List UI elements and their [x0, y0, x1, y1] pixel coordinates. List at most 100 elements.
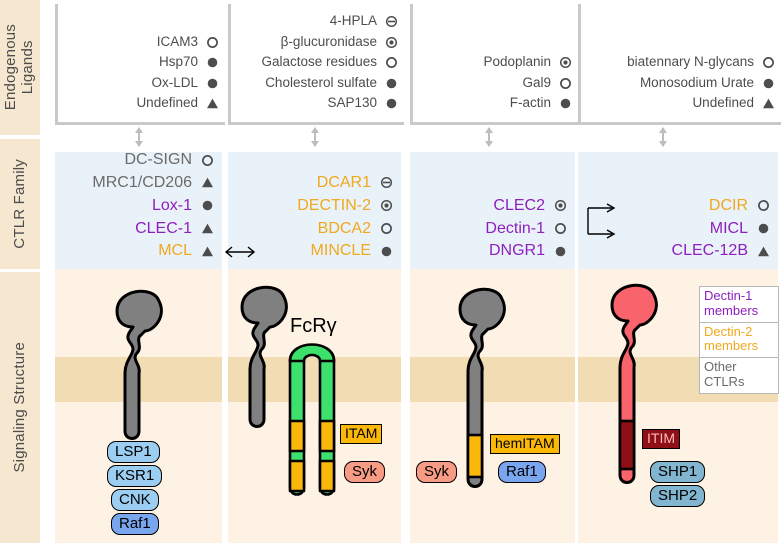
open-circle-icon [762, 57, 774, 69]
ligand-row: Gal9 [483, 73, 572, 94]
receptor-name: MINCLE [310, 242, 371, 260]
filled-circle-icon [763, 78, 773, 89]
receptor-symbol [200, 195, 214, 218]
signaling-panel-2: FcRγ ITAM Syk [228, 269, 401, 543]
open-circle-icon [385, 57, 397, 69]
receptor-name: CLEC-1 [135, 219, 192, 237]
receptor-row: BDCA2 [297, 218, 393, 241]
filled-triangle-icon [201, 177, 213, 188]
sidebar-section-endogenous-ligands: Endogenous Ligands [0, 0, 40, 135]
ligand-name: Undefined [136, 95, 198, 111]
filled-circle-icon [386, 78, 396, 89]
ligand-name: Hsp70 [158, 54, 198, 70]
ligand-name: Monosodium Urate [639, 74, 754, 90]
arrow-down-4 [658, 130, 667, 147]
ligand-row: ICAM3 [136, 32, 219, 53]
ligand-row: SAP130 [261, 93, 398, 114]
arrow-down-1 [134, 130, 143, 147]
ligand-symbol [558, 52, 572, 73]
ligand-row: Monosodium Urate [627, 73, 775, 94]
receptor-name: DC-SIGN [124, 151, 192, 169]
effector-cnk: CNK [111, 489, 159, 512]
dcir-micl-bracket-arrows [587, 203, 616, 239]
ligand-row: Cholesterol sulfate [261, 73, 398, 94]
open-circle-icon [757, 200, 769, 212]
ligand-row: F-actin [483, 93, 572, 114]
dot-circle-icon [559, 57, 571, 69]
ligand-symbol [205, 93, 219, 114]
arrow-down-3 [484, 130, 493, 147]
receptor-symbol [379, 218, 393, 241]
receptor-row: CLEC2 [485, 195, 567, 218]
ligand-symbol [761, 73, 775, 94]
receptor-name: Lox-1 [151, 196, 192, 214]
membrane-band-3 [410, 357, 575, 402]
receptor-row: MCL [92, 240, 214, 263]
filled-circle-icon [560, 99, 570, 109]
receptor-symbol [553, 195, 567, 218]
mcl-mincle-double-arrow [224, 246, 256, 258]
receptor-symbol [553, 240, 567, 263]
ligand-row: Ox-LDL [136, 73, 219, 94]
filled-circle-icon [207, 58, 217, 68]
receptor-name: BDCA2 [317, 219, 371, 237]
ligand-name: ICAM3 [156, 33, 198, 49]
sidebar-section-signaling-structure: Signaling Structure [0, 272, 40, 543]
ligand-symbol [384, 93, 398, 114]
motif-label-hemitam: hemITAM [490, 434, 560, 455]
motif-label-itam: ITAM [340, 424, 383, 445]
ligand-row: Undefined [136, 93, 219, 114]
ligand-row: Hsp70 [136, 52, 219, 73]
filled-circle-icon [202, 200, 212, 211]
receptor-row: MINCLE [297, 240, 393, 263]
ligand-symbol [558, 93, 572, 114]
filled-circle-icon [207, 78, 217, 89]
receptor-symbol [553, 218, 567, 241]
receptor-symbol [756, 218, 770, 241]
arrow-down-2 [310, 130, 319, 147]
receptor-row: DC-SIGN [92, 149, 214, 172]
open-circle-icon [554, 222, 566, 234]
ligand-name: Galactose residues [261, 54, 377, 70]
effector-raf1-3: Raf1 [498, 461, 546, 484]
legend-item-dectin2: Dectin-2 members [700, 323, 778, 359]
ligand-row: β-glucuronidase [261, 32, 398, 53]
receptor-row: DECTIN-2 [297, 195, 393, 218]
receptor-symbol [200, 149, 214, 172]
receptor-symbol [756, 240, 770, 263]
receptor-name: CLEC2 [493, 196, 545, 214]
open-circle-icon [380, 222, 392, 234]
receptor-symbol [200, 218, 214, 241]
sidebar-label-ctlr-family: CTLR Family [10, 159, 28, 249]
ligand-name: F-actin [509, 95, 551, 111]
receptor-row: DNGR1 [485, 240, 567, 263]
filled-circle-icon [386, 99, 396, 109]
dot-circle-icon [385, 36, 397, 48]
receptor-name: MRC1/CD206 [92, 174, 192, 192]
ligand-row: Podoplanin [483, 52, 572, 73]
ligand-symbol [205, 32, 219, 53]
receptor-name: DECTIN-2 [297, 196, 371, 214]
receptor-name: MCL [158, 242, 192, 260]
ligand-symbol [384, 52, 398, 73]
effector-lsp1: LSP1 [107, 441, 160, 464]
receptor-row: DCIR [672, 195, 770, 218]
receptor-row: MRC1/CD206 [92, 172, 214, 195]
ligand-symbol [558, 73, 572, 94]
receptor-diagram-1 [115, 289, 163, 440]
ligand-symbol [384, 11, 398, 32]
receptor-symbol [379, 240, 393, 263]
signaling-panel-3: hemITAM Syk Raf1 [410, 269, 575, 543]
motif-label-itim: ITIM [642, 429, 680, 450]
ligand-symbol [205, 52, 219, 73]
receptor-row: Dectin-1 [485, 218, 567, 241]
adaptor-label-fcrgamma: FcRγ [290, 315, 337, 337]
receptor-diagram-4 [610, 283, 658, 484]
filled-triangle-icon [206, 99, 218, 109]
